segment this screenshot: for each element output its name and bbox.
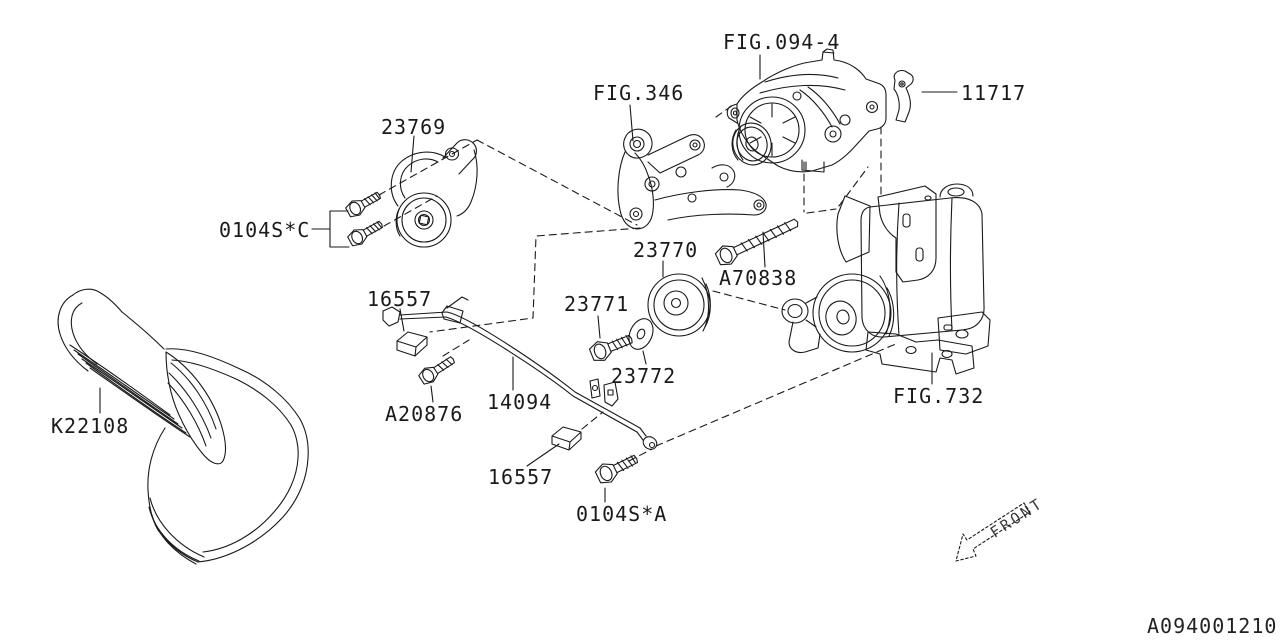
bracket-fig346-drawing (617, 128, 767, 230)
label-14094: 14094 (487, 390, 553, 414)
tensioner-drawing (390, 139, 478, 248)
label-23772: 23772 (611, 364, 677, 388)
label-23769: 23769 (381, 115, 447, 139)
bolt-a70838-drawing (714, 218, 799, 266)
alternator-drawing (726, 48, 887, 173)
bracket-11717-drawing (893, 70, 914, 123)
clip-16557-upper-drawing (396, 331, 428, 357)
compressor-drawing (781, 183, 991, 375)
dashed-leader-lines (378, 104, 899, 462)
label-fig-732: FIG.732 (893, 384, 985, 408)
leader-lines (99, 54, 958, 503)
label-23771: 23771 (564, 292, 630, 316)
idler-pulley-drawing (647, 273, 711, 337)
front-arrow (955, 502, 1031, 562)
label-0104s-c: 0104S*C (219, 218, 311, 242)
bolt-a20876-drawing (418, 356, 455, 385)
bolt-0104s-a-drawing (594, 454, 639, 484)
label-a70838: A70838 (719, 266, 798, 290)
belt-drawing (57, 288, 309, 565)
label-11717: 11717 (961, 81, 1027, 105)
label-16557-lower: 16557 (488, 465, 554, 489)
clip-16557-lower-drawing (551, 426, 582, 451)
label-16557-upper: 16557 (367, 287, 433, 311)
washer-23772-drawing (628, 318, 654, 350)
label-a20876: A20876 (385, 402, 464, 426)
label-fig-094-4: FIG.094-4 (723, 30, 841, 54)
label-k22108: K22108 (51, 414, 130, 438)
pipe-14094-drawing (382, 296, 658, 450)
document-code: A094001210 (1147, 614, 1278, 638)
bolt-23771-drawing (588, 334, 633, 361)
label-0104s-a: 0104S*A (576, 502, 668, 526)
label-23770: 23770 (633, 238, 699, 262)
bolt-0104s-c-drawing (345, 191, 383, 247)
label-fig-346: FIG.346 (593, 81, 685, 105)
